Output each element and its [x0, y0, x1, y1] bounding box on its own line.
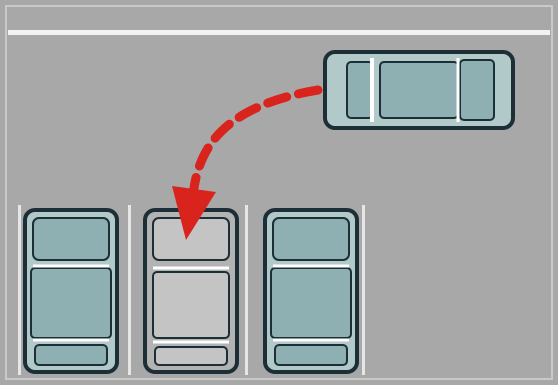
- car-rear-window: [347, 62, 373, 118]
- car-trunk: [35, 345, 107, 365]
- stall-line: [245, 205, 248, 375]
- car-roof: [380, 62, 458, 118]
- stall-line: [18, 205, 21, 375]
- target-car-icon: [145, 210, 237, 372]
- stall-line: [128, 205, 131, 375]
- car-hood: [273, 218, 349, 260]
- car-roof: [153, 272, 229, 338]
- lane-line: [8, 30, 550, 35]
- parked-car-left-icon: [25, 210, 117, 372]
- moving-car-icon: [325, 52, 513, 128]
- car-windshield: [460, 60, 494, 120]
- car-trunk: [275, 345, 347, 365]
- parked-car-right-icon: [265, 210, 357, 372]
- stall-line: [362, 205, 365, 375]
- car-roof: [31, 268, 111, 338]
- car-roof: [271, 268, 351, 338]
- car-hood: [33, 218, 109, 260]
- car-trunk: [155, 347, 227, 365]
